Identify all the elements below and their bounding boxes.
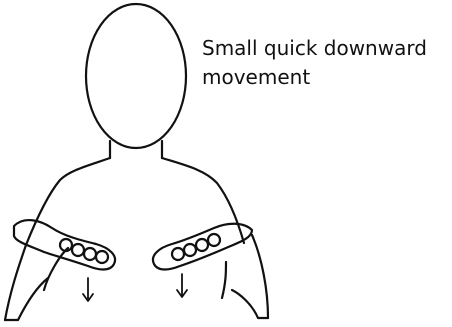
down-arrow-icon [83,278,93,301]
right-outer-arm [252,235,268,318]
head-outline [86,4,186,148]
down-arrow-icon [177,274,187,297]
left-hand [14,220,115,269]
left-forearm-bottom [5,278,48,320]
right-hand [153,224,252,270]
right-inner-arm [222,262,226,298]
caption-line-2: movement [202,63,450,92]
caption-line-1: Small quick downward [202,34,450,63]
movement-caption: Small quick downward movement [202,34,450,92]
right-forearm-bottom [232,290,268,318]
